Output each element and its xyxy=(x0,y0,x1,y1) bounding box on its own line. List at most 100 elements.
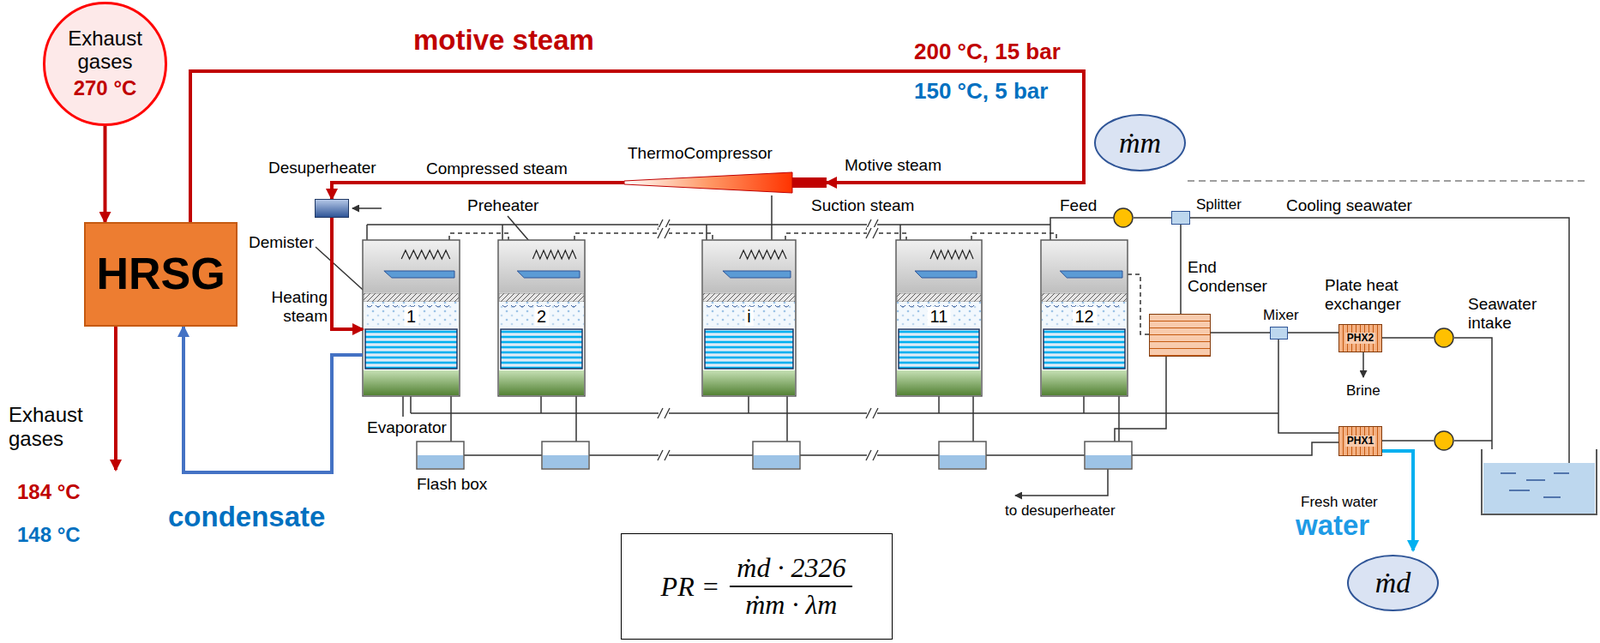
rect-shape xyxy=(541,441,590,470)
rect-shape xyxy=(752,441,800,470)
vapour-lines xyxy=(449,233,1149,335)
hrsg-box: HRSG xyxy=(84,222,238,327)
path-shape xyxy=(519,305,525,307)
path-shape xyxy=(427,305,433,307)
annotation-label: 184 °C xyxy=(17,480,81,505)
desuperheater-box: Desuperheater xyxy=(314,198,349,218)
node-heading: End Condenser xyxy=(1187,258,1274,296)
annotation-label: Plate heat exchanger xyxy=(1324,276,1420,314)
path-shape xyxy=(917,305,923,307)
exhaust-outlet-arrow xyxy=(114,326,118,470)
node-text: PHX1 xyxy=(1345,435,1376,448)
rect-shape xyxy=(1041,240,1127,293)
flash-box xyxy=(1084,441,1132,470)
break-mark xyxy=(866,407,879,420)
path-shape xyxy=(435,305,441,307)
flow-connector xyxy=(331,217,363,330)
rect-shape xyxy=(658,449,669,462)
effect-unit: 2 xyxy=(498,240,585,397)
rect-shape xyxy=(896,293,981,302)
path-shape xyxy=(783,305,789,307)
node-text: HRSG xyxy=(96,248,225,301)
node-text: i xyxy=(744,306,753,326)
path-shape xyxy=(553,305,560,307)
node-text: 1 xyxy=(403,306,419,326)
path-shape xyxy=(951,305,957,307)
annotation-label: Demister xyxy=(248,233,314,253)
rect-shape xyxy=(500,329,583,369)
annotation-label: Brine xyxy=(1346,382,1381,400)
fraction: ṁd · 2326ṁm · λm xyxy=(729,552,853,621)
flow-ellipse: ṁm xyxy=(1094,114,1186,172)
break-mark xyxy=(657,227,670,240)
formula-box: PR =ṁd · 2326ṁm · λm xyxy=(620,533,893,640)
path-shape xyxy=(866,408,879,419)
end-condenser: End Condenser xyxy=(1148,313,1211,357)
annotation-label: Motive steam xyxy=(844,156,942,175)
path-shape xyxy=(657,228,670,239)
rect-shape xyxy=(417,455,464,469)
flash-box xyxy=(416,441,464,470)
flow-ellipse: ṁd xyxy=(1347,554,1439,612)
annotation-label: Flash box xyxy=(416,475,488,494)
thermocompressor-shape xyxy=(624,171,827,194)
path-shape xyxy=(511,305,517,307)
thermocompressor: ThermoCompressor xyxy=(624,171,827,194)
effect-unit: 11 xyxy=(896,240,982,397)
annotation-label: Heating steam xyxy=(255,288,328,326)
rect-shape xyxy=(499,293,584,302)
rect-shape xyxy=(1041,370,1127,396)
break-mark xyxy=(866,227,879,240)
polyline-shape xyxy=(532,250,577,259)
path-shape xyxy=(571,305,577,307)
node-heading: Splitter xyxy=(1196,196,1242,214)
rect-shape xyxy=(363,293,459,302)
path-shape xyxy=(517,270,580,278)
seawater-tank xyxy=(1481,449,1597,515)
path-shape xyxy=(1062,305,1068,307)
node-text: ṁm xyxy=(1118,126,1161,160)
rect-shape xyxy=(896,370,981,396)
path-shape xyxy=(908,305,915,307)
path-shape xyxy=(444,305,450,307)
path-shape xyxy=(384,305,390,307)
effect-drawing xyxy=(1040,240,1128,397)
rect-shape xyxy=(866,227,878,240)
node-heading: Mixer xyxy=(1263,306,1300,325)
polyline-shape xyxy=(401,250,451,259)
path-shape xyxy=(1113,305,1119,307)
annotation-label: water xyxy=(1295,509,1370,542)
path-shape xyxy=(562,305,568,307)
flash-box xyxy=(752,441,800,470)
path-shape xyxy=(866,228,879,239)
annotation-label: to desuperheater xyxy=(1004,502,1116,520)
effect-drawing xyxy=(498,240,585,397)
rect-shape xyxy=(658,227,669,240)
rect-shape xyxy=(938,441,987,470)
rect-shape xyxy=(866,407,878,420)
path-shape xyxy=(528,305,534,307)
rect-shape xyxy=(658,407,669,420)
rect-shape xyxy=(416,441,464,470)
rect-shape xyxy=(703,293,795,302)
path-shape xyxy=(375,305,381,307)
pumps xyxy=(1113,208,1454,451)
path-shape xyxy=(766,305,772,307)
path-shape xyxy=(366,305,373,307)
path-shape xyxy=(657,408,670,419)
rect-shape xyxy=(363,370,459,396)
effect-unit: 12 xyxy=(1040,240,1128,397)
flash-box xyxy=(938,441,987,470)
path-shape xyxy=(757,305,764,307)
rect-shape xyxy=(499,240,584,293)
flash-box xyxy=(541,441,590,470)
node-text: Exhaust gases xyxy=(58,27,153,73)
effect-unit: 1 xyxy=(362,240,460,397)
path-shape xyxy=(392,305,398,307)
node-text: 12 xyxy=(1071,306,1096,326)
annotation-label: Feed xyxy=(1059,196,1097,216)
node-heading: Desuperheater xyxy=(268,158,377,178)
rect-shape xyxy=(704,329,794,369)
